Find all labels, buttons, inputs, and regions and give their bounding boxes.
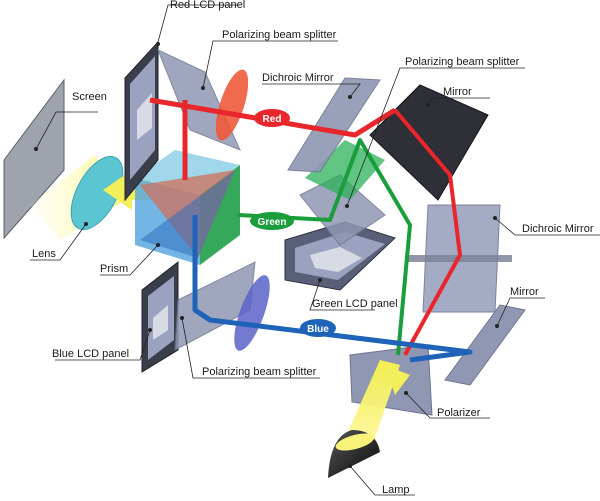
svg-text:Prism: Prism xyxy=(100,263,128,275)
label-pbs-red: Polarizing beam splitter xyxy=(201,29,338,90)
svg-text:Dichroic Mirror: Dichroic Mirror xyxy=(522,223,594,235)
label-green-lcd-panel: Green LCD panel xyxy=(309,278,398,311)
label-screen: Screen xyxy=(34,91,107,151)
label-mirror-bottom: Mirror xyxy=(495,286,545,328)
prism xyxy=(135,150,240,265)
svg-text:Polarizing beam splitter: Polarizing beam splitter xyxy=(202,366,317,378)
label-blue-lcd-panel: Blue LCD panel xyxy=(52,328,152,361)
svg-text:Red LCD panel: Red LCD panel xyxy=(170,0,245,11)
label-pbs-green: Polarizing beam splitter xyxy=(345,56,525,208)
green-beam xyxy=(237,138,412,356)
label-dichroic-mirror-top: Dichroic Mirror xyxy=(262,72,361,99)
label-polarizer: Polarizer xyxy=(404,391,490,419)
lamp-light xyxy=(342,360,400,452)
svg-text:Lamp: Lamp xyxy=(382,484,410,496)
svg-text:Polarizer: Polarizer xyxy=(437,407,481,419)
svg-text:Blue LCD panel: Blue LCD panel xyxy=(52,348,129,360)
lens xyxy=(70,155,124,231)
label-lens: Lens xyxy=(30,222,88,261)
blue-beam-tag: Blue xyxy=(300,319,336,337)
red-filter xyxy=(215,69,249,141)
svg-text:Green LCD panel: Green LCD panel xyxy=(312,298,398,310)
svg-text:Polarizing beam splitter: Polarizing beam splitter xyxy=(222,29,337,41)
svg-text:Lens: Lens xyxy=(32,248,56,260)
mirror-bottom xyxy=(444,304,526,386)
label-prism: Prism xyxy=(100,243,160,276)
label-dichroic-mirror-right: Dichroic Mirror xyxy=(493,216,600,236)
red-beam xyxy=(149,97,397,138)
svg-text:Polarizing beam splitter: Polarizing beam splitter xyxy=(405,56,520,68)
label-mirror-top: Mirror xyxy=(426,86,490,107)
svg-text:Blue: Blue xyxy=(307,324,329,335)
svg-text:Mirror: Mirror xyxy=(510,286,539,298)
label-pbs-blue: Polarizing beam splitter xyxy=(180,316,320,379)
mirror-top xyxy=(369,84,489,201)
blue-beam xyxy=(192,215,473,363)
green-filter xyxy=(305,140,385,200)
green-beam-tag: Green xyxy=(250,212,294,230)
dichroic-mirror-top xyxy=(287,77,381,173)
label-red-lcd-panel: Red LCD panel xyxy=(156,0,245,46)
red-beam-tag: Red xyxy=(254,109,290,127)
svg-text:Red: Red xyxy=(263,114,282,125)
svg-text:Green: Green xyxy=(258,217,287,228)
blue-filter xyxy=(234,275,270,351)
svg-text:Dichroic Mirror: Dichroic Mirror xyxy=(262,72,334,84)
svg-text:Screen: Screen xyxy=(72,91,107,103)
label-lamp: Lamp xyxy=(348,464,415,496)
screen xyxy=(3,78,65,240)
svg-text:Mirror: Mirror xyxy=(443,86,472,98)
